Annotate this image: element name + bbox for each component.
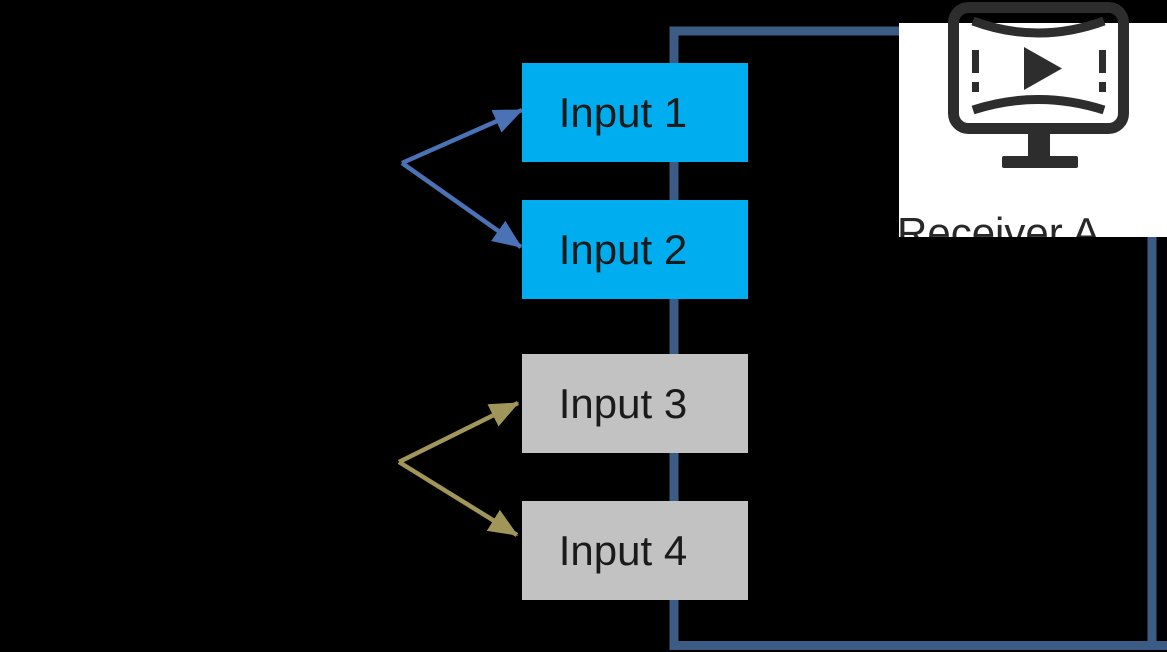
monitor-stand-base	[1002, 156, 1078, 168]
bus-connector-line	[669, 26, 1167, 650]
input-4-label: Input 4	[558, 526, 688, 574]
play-icon	[1024, 47, 1062, 90]
receiver-label: Receiver A	[897, 212, 1101, 237]
input-2-label: Input 2	[558, 225, 688, 273]
input-1-box: Input 1	[522, 63, 748, 162]
film-dot-right	[1099, 82, 1106, 92]
film-dash-right	[1099, 50, 1106, 73]
input-3-label: Input 3	[558, 379, 688, 427]
film-dot-left	[972, 82, 979, 92]
input-3-box: Input 3	[522, 354, 748, 453]
input-1-label: Input 1	[558, 88, 688, 136]
monitor-stand-neck	[1028, 128, 1050, 158]
arrow-to-input-1	[401, 107, 524, 166]
arrow-to-input-3	[398, 400, 520, 465]
screen-top-curve	[971, 16, 1106, 38]
film-dash-left	[972, 50, 979, 73]
input-4-box: Input 4	[522, 501, 748, 600]
arrow-to-input-2	[400, 161, 523, 249]
receiver-label-clip: Receiver A	[897, 212, 1167, 237]
input-2-box: Input 2	[522, 200, 748, 299]
video-monitor-icon	[948, 2, 1129, 168]
screen-bottom-curve	[971, 95, 1106, 115]
arrow-to-input-4	[397, 460, 519, 537]
